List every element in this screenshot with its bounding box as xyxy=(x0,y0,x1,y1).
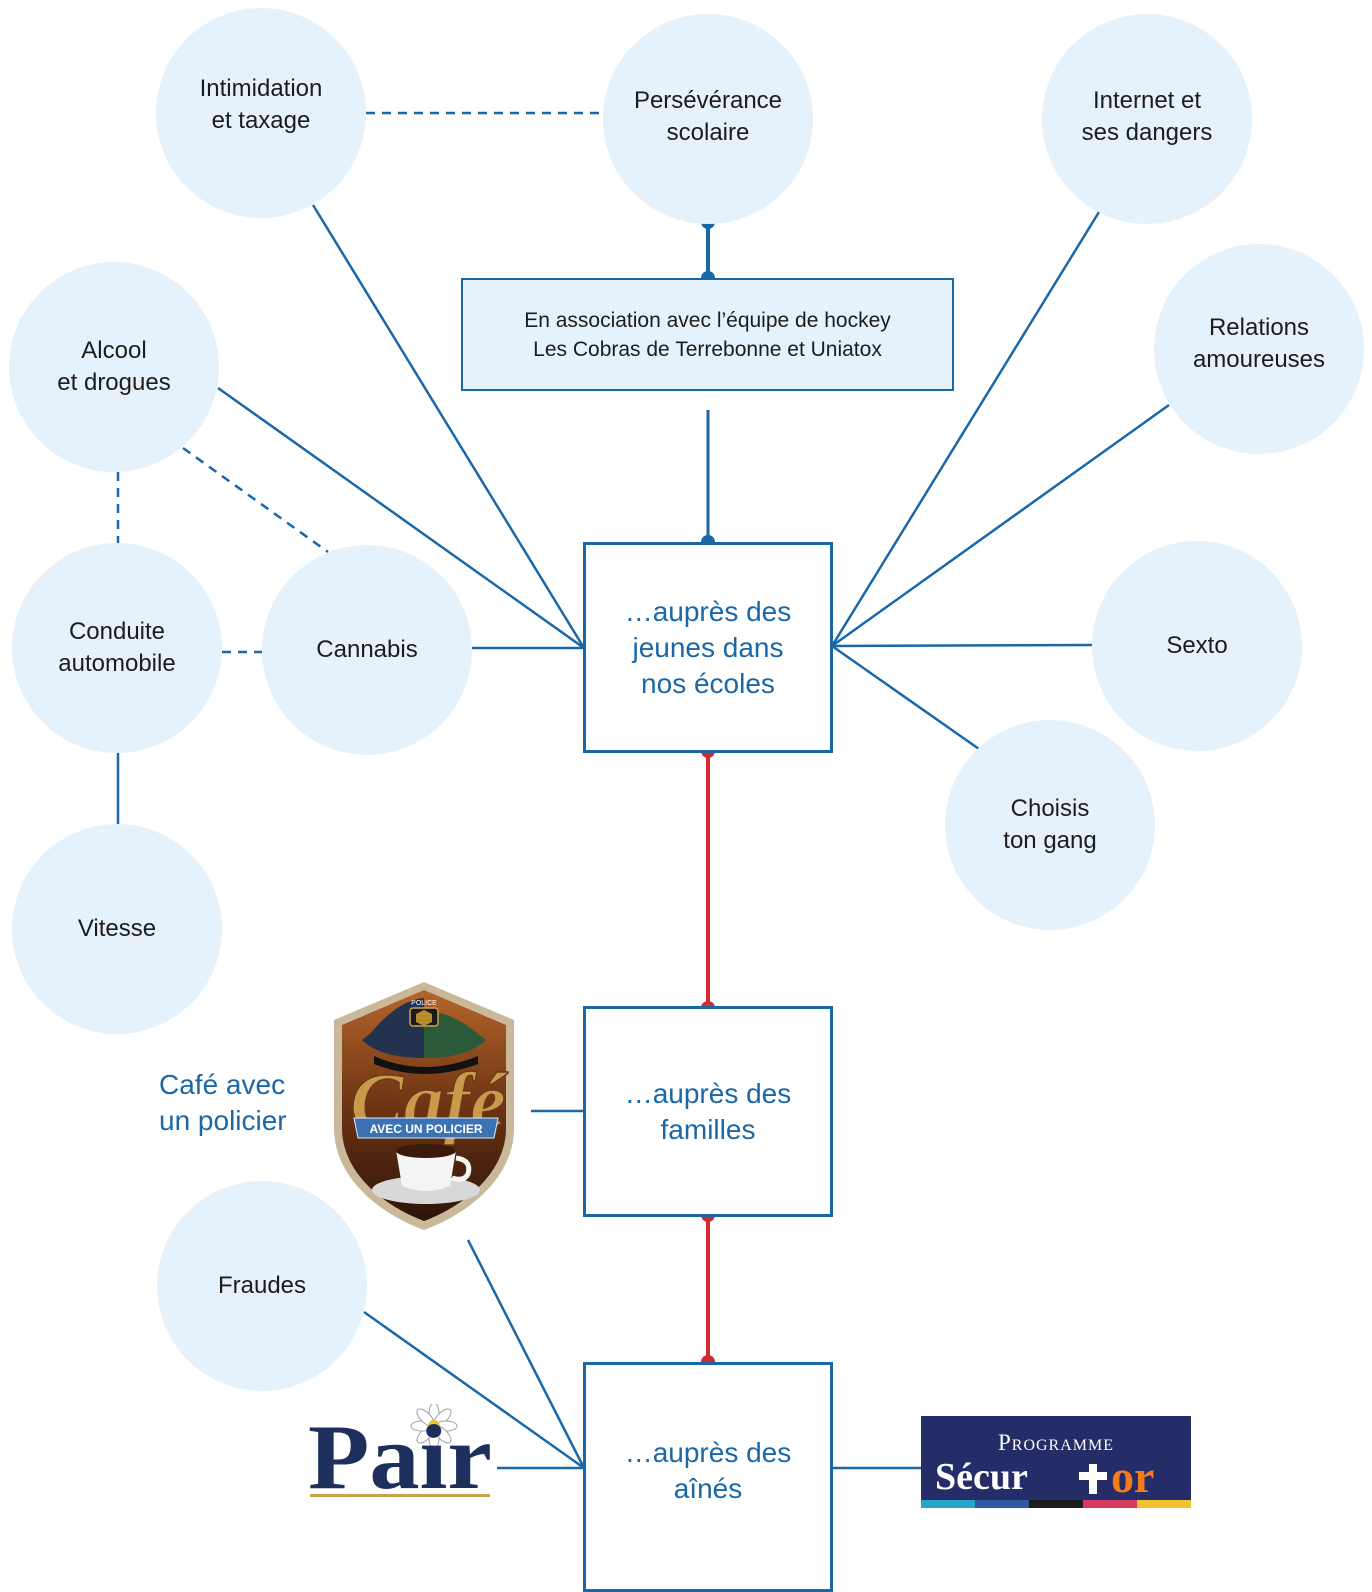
line-intimidation xyxy=(311,204,586,649)
line-alcool xyxy=(217,386,585,650)
topic-fraudes: Fraudes xyxy=(157,1181,367,1391)
cafe-label: Café avec un policier xyxy=(159,1069,287,1136)
topic-alcool: Alcool et drogues xyxy=(9,262,219,472)
daisy-icon xyxy=(410,1404,458,1450)
topic-perseverance: Persévérance scolaire xyxy=(603,14,813,224)
topic-relations: Relations amoureuses xyxy=(1154,244,1364,454)
topic-intimidation: Intimidation et taxage xyxy=(156,8,366,218)
topic-sexto: Sexto xyxy=(1092,541,1302,751)
dash-alcool-cannabis xyxy=(182,446,329,554)
topic-internet: Internet et ses dangers xyxy=(1042,14,1252,224)
topic-choisis: Choisis ton gang xyxy=(945,720,1155,930)
line-relations xyxy=(831,403,1170,648)
line-choisis xyxy=(831,644,980,751)
pair-logo: Pair xyxy=(308,1404,492,1500)
association-box: En association avec l’équipe de hockey L… xyxy=(461,278,954,391)
plus-icon xyxy=(1079,1464,1107,1494)
line-sexto xyxy=(831,643,1094,648)
box-familles: …auprès des familles xyxy=(583,1006,833,1217)
line-internet xyxy=(830,211,1101,647)
line-cafe-aines xyxy=(466,1239,586,1469)
badge-text: POLICE xyxy=(411,1000,437,1007)
box-aines: …auprès des aînés xyxy=(583,1362,833,1592)
securor-logo-line2: Sécur xyxy=(935,1456,1028,1498)
line-fraudes xyxy=(363,1310,585,1470)
topic-conduite: Conduite automobile xyxy=(12,543,222,753)
coffee-cup-icon xyxy=(396,1150,456,1191)
badge-icon xyxy=(416,1010,432,1026)
securor-logo: Programme Sécur or xyxy=(921,1416,1191,1508)
cafe-logo-banner: AVEC UN POLICIER xyxy=(369,1122,482,1136)
pair-logo-text: Pair xyxy=(308,1406,492,1500)
cafe-logo: POLICE Café AVEC UN POLICIER xyxy=(334,982,514,1230)
securor-logo-line1: Programme xyxy=(998,1430,1114,1455)
topic-vitesse: Vitesse xyxy=(12,824,222,1034)
box-jeunes: …auprès des jeunes dans nos écoles xyxy=(583,542,833,753)
securor-logo-line3: or xyxy=(1111,1451,1154,1502)
topic-cannabis: Cannabis xyxy=(262,545,472,755)
